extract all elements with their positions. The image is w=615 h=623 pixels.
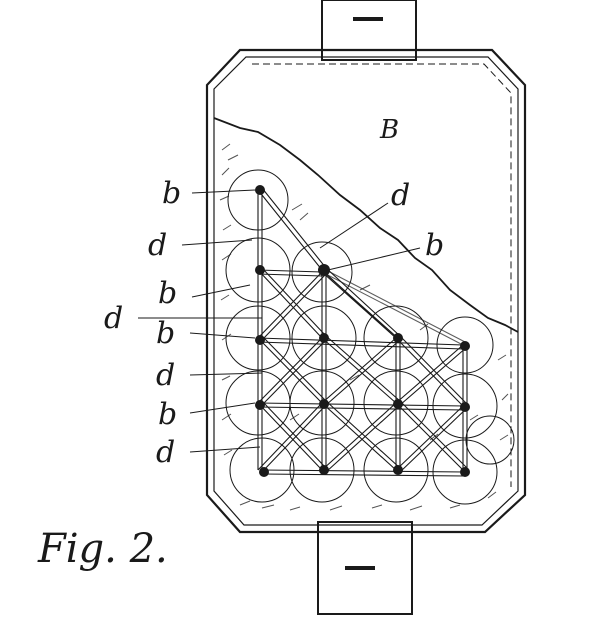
top-tab (321, 0, 417, 61)
label-b5: b (158, 397, 177, 432)
lacing-cords (257, 187, 468, 477)
pad-outline (205, 48, 527, 534)
figure-caption: Fig. 2. (37, 526, 168, 572)
torn-cover-edge (213, 117, 519, 333)
leader-b5 (189, 402, 256, 414)
leader-b1 (191, 189, 257, 194)
leader-lines (138, 189, 421, 453)
leader-d1 (181, 239, 253, 246)
label-b4: b (156, 316, 175, 351)
label-b2: b (425, 228, 444, 263)
label-d4: d (156, 358, 175, 393)
knots (255, 185, 470, 477)
leader-d4 (189, 372, 263, 376)
leader-b3 (191, 284, 251, 298)
leader-b2 (327, 247, 421, 271)
label-b1: b (162, 176, 181, 211)
label-d2: d (391, 178, 410, 213)
label-d1: d (148, 228, 167, 263)
label-b3: b (158, 276, 177, 311)
top-tab-slot (353, 17, 383, 21)
panel-label: B (379, 115, 399, 145)
leader-d5 (189, 446, 261, 453)
batting-texture (219, 143, 509, 511)
bottom-tab (317, 521, 413, 615)
leader-d2 (319, 202, 389, 249)
reference-labels: b d d b b d b d b d (104, 176, 444, 470)
label-d5: d (156, 435, 175, 470)
leader-b4 (189, 332, 256, 339)
label-d3: d (104, 301, 123, 336)
bottom-tab-slot (345, 566, 375, 570)
